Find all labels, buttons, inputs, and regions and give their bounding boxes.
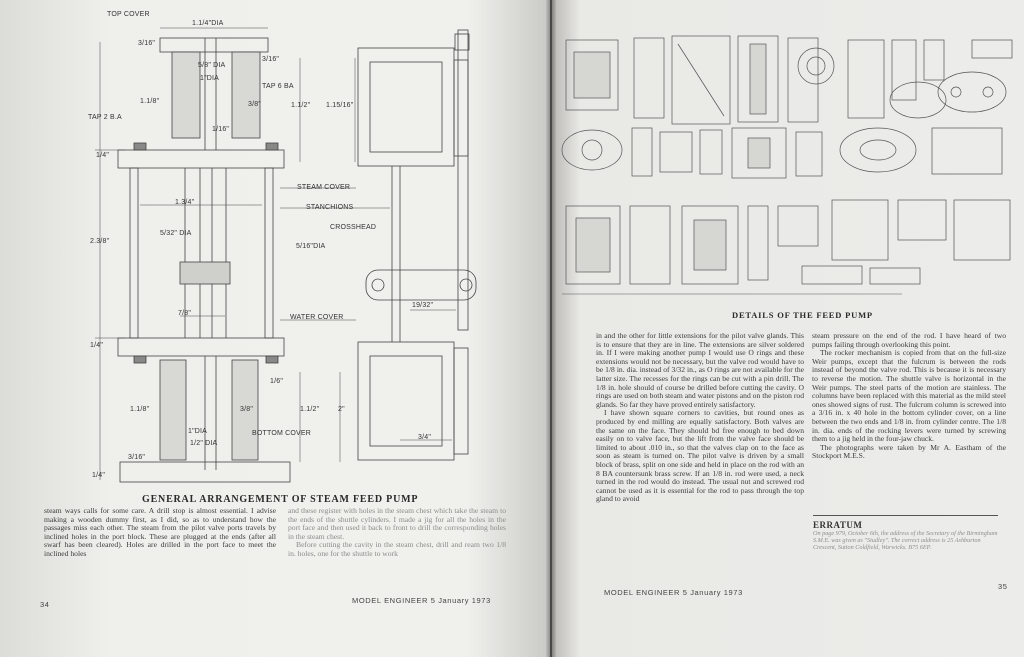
label-dim-1-dia: 1"DIA: [200, 75, 220, 82]
label-dim-1-dia-b: 1"DIA: [188, 428, 208, 435]
label-dim-5-8-dia: 5/8" DIA: [198, 62, 226, 69]
label-bottom-cover: BOTTOM COVER: [252, 430, 312, 437]
right-page-number: 35: [998, 582, 1008, 591]
label-dim-1-16-a: 1/16": [212, 126, 230, 133]
label-dim-1-1-4-dia: 1.1/4"DIA: [192, 20, 224, 27]
label-dim-3-8-b: 3/8": [240, 406, 254, 413]
label-dim-5-32-dia: 5/32" DIA: [160, 230, 192, 237]
left-text-column-1: steam ways calls for some care. A drill …: [44, 506, 276, 559]
label-dim-7-8: 7/8": [178, 310, 192, 317]
right-figure-caption: DETAILS OF THE FEED PUMP: [732, 310, 873, 320]
right-col1-paragraph-1: in and the other for little extensions f…: [596, 331, 804, 409]
general-arrangement-drawing: [95, 27, 477, 483]
right-text-column-2: steam pressure on the end of the rod. I …: [812, 331, 1006, 461]
left-col2-paragraph-b: Before cutting the cavity in the steam c…: [288, 540, 506, 558]
left-page: TOP COVER 1.1/4"DIA 3/16" 5/8" DIA 1"DIA…: [0, 0, 550, 657]
right-col2-paragraph-3: The photographs were taken by Mr A. East…: [812, 442, 1006, 461]
label-dim-19-32: 19/32": [412, 302, 434, 309]
label-dim-1-1-2-b: 1.1/2": [300, 406, 320, 413]
right-page: DETAILS OF THE FEED PUMP in and the othe…: [552, 0, 1024, 657]
label-dim-3-16-b: 3/16": [262, 56, 280, 63]
label-dim-3-4: 3/4": [418, 434, 432, 441]
label-stanchions: STANCHIONS: [306, 204, 354, 211]
details-drawing: [561, 35, 1013, 295]
left-page-number: 34: [40, 600, 50, 609]
label-dim-1-4-c: 1/4": [92, 472, 106, 479]
label-dim-1-6: 1/6": [270, 378, 284, 385]
erratum-box: ERRATUM On page 979, October 6th, the ad…: [813, 515, 998, 552]
label-dim-3-8-a: 3/8": [248, 101, 262, 108]
right-footer: MODEL ENGINEER 5 January 1973: [604, 588, 743, 597]
label-dim-2-3-8: 2.3/8": [90, 238, 110, 245]
left-col1-paragraph: steam ways calls for some care. A drill …: [44, 506, 276, 558]
label-dim-1-15-16: 1.15/16": [326, 102, 354, 109]
right-col2-paragraph-1: steam pressure on the end of the rod. I …: [812, 331, 1006, 349]
erratum-rule: [813, 515, 998, 516]
erratum-body: On page 979, October 6th, the address of…: [813, 530, 998, 552]
label-top-cover: TOP COVER: [107, 11, 150, 18]
label-water-cover: WATER COVER: [290, 314, 344, 321]
right-col1-paragraph-2: I have shown square corners to cavities,…: [596, 408, 804, 504]
label-dim-1-2-dia: 1/2" DIA: [190, 440, 218, 447]
label-crosshead: CROSSHEAD: [330, 224, 377, 231]
right-text-column-1: in and the other for little extensions f…: [596, 331, 804, 504]
label-tap-6ba: TAP 6 BA: [262, 83, 294, 90]
left-footer: MODEL ENGINEER 5 January 1973: [352, 596, 491, 605]
label-dim-1-1-2-a: 1.1/2": [291, 102, 311, 109]
label-dim-1-4-a: 1/4": [96, 152, 110, 159]
left-col2-paragraph: and these register with holes in the ste…: [288, 506, 506, 541]
label-steam-cover: STEAM COVER: [297, 184, 351, 191]
label-dim-3-16-a: 3/16": [138, 40, 156, 47]
page-gutter: [546, 0, 556, 657]
label-dim-1-3-4: 1.3/4": [175, 199, 195, 206]
label-dim-5-16-dia: 5/16"DIA: [296, 243, 326, 250]
label-dim-1-1-8: 1.1/8": [140, 98, 160, 105]
left-text-column-2: and these register with holes in the ste…: [288, 506, 506, 559]
erratum-title: ERRATUM: [813, 520, 863, 530]
label-dim-3-16-c: 3/16": [128, 454, 146, 461]
label-dim-2: 2": [338, 406, 345, 413]
left-figure-caption: GENERAL ARRANGEMENT OF STEAM FEED PUMP: [142, 494, 419, 505]
label-dim-1-4-b: 1/4": [90, 342, 104, 349]
right-col2-paragraph-2: The rocker mechanism is copied from that…: [812, 348, 1006, 444]
label-dim-1-1-8-b: 1.1/8": [130, 406, 150, 413]
label-tap-2ba: TAP 2 B.A: [88, 114, 122, 121]
